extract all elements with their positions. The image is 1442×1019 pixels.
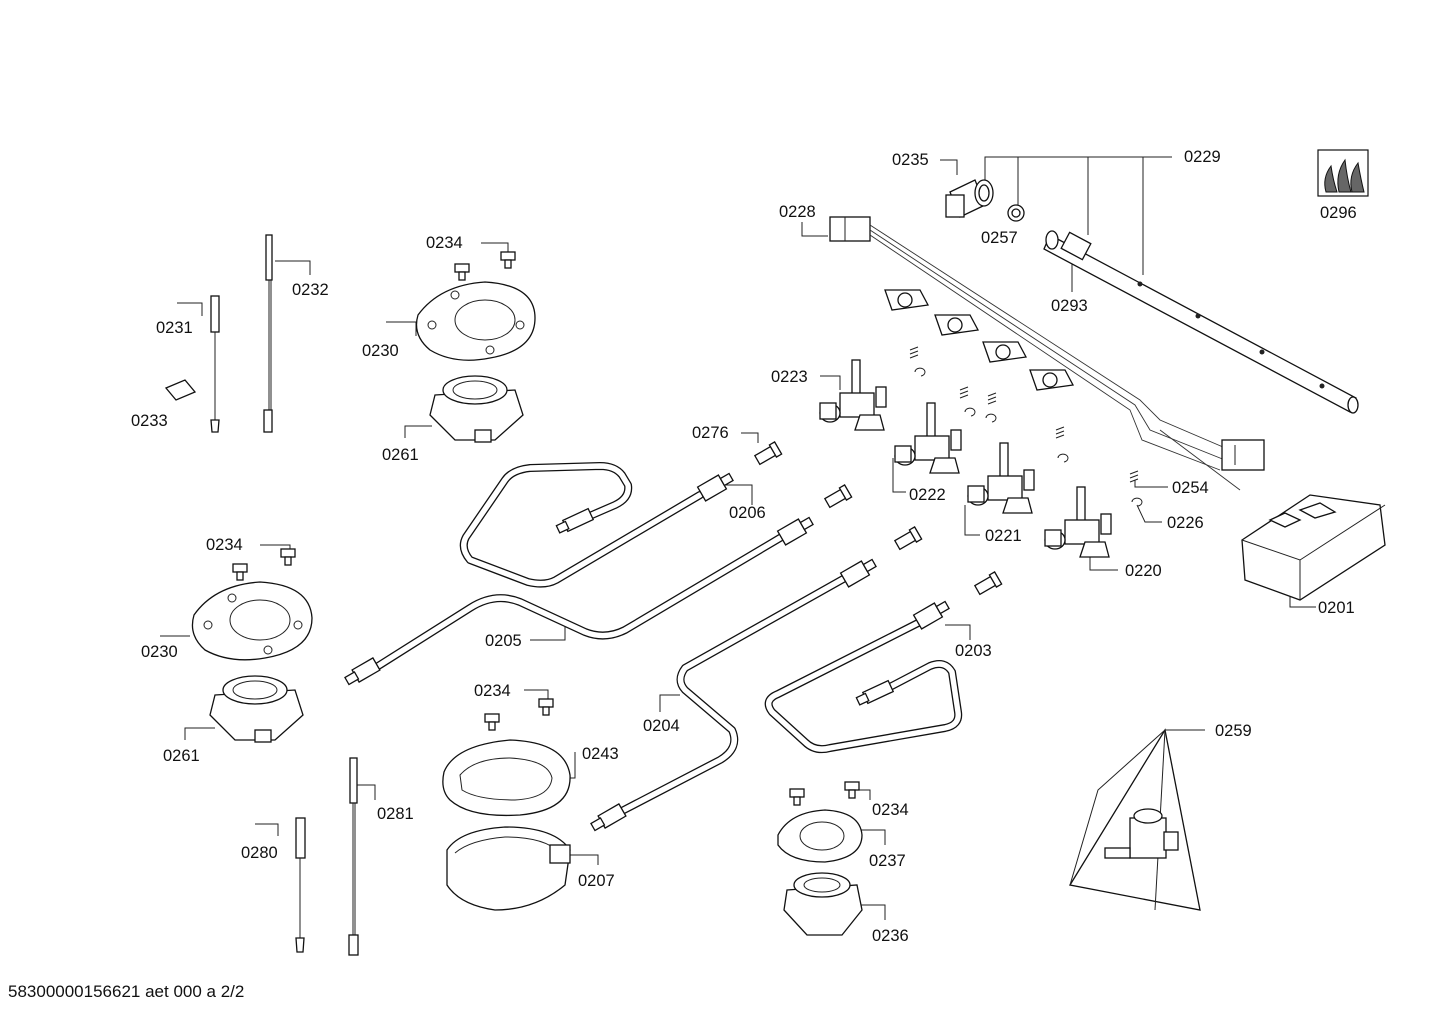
callout-0221: 0221	[985, 527, 1022, 545]
callout-0259: 0259	[1215, 722, 1252, 740]
screws	[232, 251, 860, 806]
callout-0293: 0293	[1051, 297, 1088, 315]
callout-0222: 0222	[909, 486, 946, 504]
callout-0204: 0204	[643, 717, 680, 735]
control-box	[1241, 494, 1386, 601]
callout-0231: 0231	[156, 319, 193, 337]
callout-0234-c: 0234	[474, 682, 511, 700]
callout-0234-b: 0234	[206, 536, 243, 554]
callout-0261-b: 0261	[163, 747, 200, 765]
document-footer-id: 58300000156621 aet 000 a 2/2	[8, 982, 245, 1001]
callout-0205: 0205	[485, 632, 522, 650]
callout-0223: 0223	[771, 368, 808, 386]
callout-0276: 0276	[692, 424, 729, 442]
callout-0280: 0280	[241, 844, 278, 862]
injector-nozzles	[753, 441, 1003, 596]
callout-0233: 0233	[131, 412, 168, 430]
burner-bases	[209, 375, 863, 936]
parts-bag	[1068, 728, 1201, 911]
callout-0230-a: 0230	[362, 342, 399, 360]
callout-0234-a: 0234	[426, 234, 463, 252]
callout-0203: 0203	[955, 642, 992, 660]
callout-0229: 0229	[1184, 148, 1221, 166]
callout-0236: 0236	[872, 927, 909, 945]
gas-valves	[819, 359, 1112, 558]
callout-0207: 0207	[578, 872, 615, 890]
thermocouples-electrodes	[164, 234, 359, 956]
tube-fittings	[344, 472, 950, 832]
gas-manifold	[1043, 230, 1359, 414]
callout-0220: 0220	[1125, 562, 1162, 580]
callout-0201: 0201	[1318, 599, 1355, 617]
callout-0234-d: 0234	[872, 801, 909, 819]
callout-0261-a: 0261	[382, 446, 419, 464]
callout-0243: 0243	[582, 745, 619, 763]
callout-0296: 0296	[1320, 204, 1357, 222]
gaskets	[191, 281, 863, 863]
callout-0281: 0281	[377, 805, 414, 823]
callout-0230-b: 0230	[141, 643, 178, 661]
elbow-fitting	[945, 179, 994, 218]
callout-0228: 0228	[779, 203, 816, 221]
callout-0226: 0226	[1167, 514, 1204, 532]
callout-0254: 0254	[1172, 479, 1209, 497]
gas-tubes	[371, 462, 963, 816]
callout-0235: 0235	[892, 151, 929, 169]
leader-lines	[160, 156, 1316, 920]
callout-0257: 0257	[981, 229, 1018, 247]
callout-0232: 0232	[292, 281, 329, 299]
springs-and-clips	[909, 346, 1143, 507]
callout-0206: 0206	[729, 504, 766, 522]
callout-0237: 0237	[869, 852, 906, 870]
washer	[1007, 204, 1025, 222]
flame-symbol	[1317, 149, 1369, 197]
ignition-harness	[829, 216, 1265, 491]
